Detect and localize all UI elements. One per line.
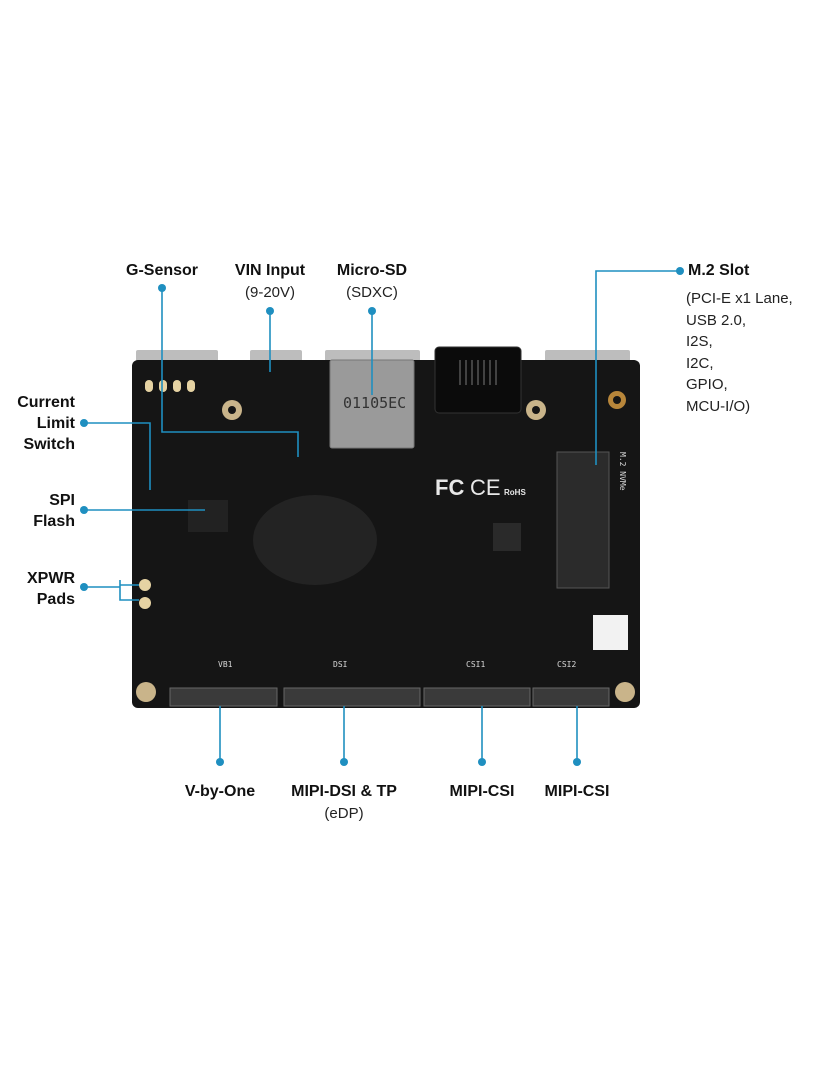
- micro-sd-sub: (SDXC): [346, 284, 398, 301]
- pcb-board: [132, 360, 640, 708]
- v-by-one-label: V-by-One: [184, 783, 256, 800]
- spi-flash-label: SPI Flash: [33, 490, 75, 532]
- ce-logo: CE: [470, 475, 501, 500]
- callout-lines: [84, 270, 680, 762]
- m2-slot-label: M.2 Slot: [688, 262, 750, 279]
- label-line: XPWR: [27, 570, 75, 587]
- g-sensor-label: G-Sensor: [125, 262, 199, 279]
- mipi-csi1-label: MIPI-CSI: [449, 783, 515, 800]
- sd-code: 01105EC: [343, 394, 406, 412]
- m2-detail: GPIO,: [686, 376, 728, 393]
- m2-detail: USB 2.0,: [686, 311, 747, 329]
- soc-area: [253, 495, 377, 585]
- vin-input-sub: (9-20V): [244, 284, 296, 301]
- callout-dots: [80, 267, 684, 766]
- label-line: Flash: [33, 513, 75, 530]
- label-line: SPI: [49, 492, 75, 509]
- rohs-logo: RoHS: [504, 488, 526, 497]
- m2-detail: I2C,: [686, 354, 714, 372]
- bottom-connectors: [169, 687, 610, 707]
- m2-detail: MCU-I/O): [686, 397, 751, 415]
- mipi-dsi-sub: (eDP): [324, 805, 364, 822]
- mcu-chip: [493, 523, 521, 551]
- label-line: Switch: [23, 436, 75, 453]
- m2-slot-connector: [556, 451, 610, 589]
- qr-code: [593, 615, 628, 650]
- m2-detail: I2S,: [686, 333, 713, 350]
- m2-slot-details: (PCI-E x1 Lane, USB 2.0, I2S, I2C, GPIO,…: [686, 288, 793, 417]
- label-line: Current: [17, 394, 75, 411]
- mipi-csi2-label: MIPI-CSI: [544, 783, 610, 800]
- silk-csi1: CSI1: [466, 660, 485, 669]
- silk-csi2: CSI2: [557, 660, 576, 669]
- vin-input-label: VIN Input: [234, 262, 306, 279]
- m2-detail: (PCI-E x1 Lane,: [686, 290, 793, 307]
- silk-dsi: DSI: [333, 660, 348, 669]
- silk-vb1: VB1: [218, 660, 233, 669]
- micro-sd-label: Micro-SD: [336, 262, 408, 279]
- label-line: Pads: [36, 591, 75, 608]
- spi-flash-chip: [188, 500, 228, 532]
- current-limit-switch-label: Current Limit Switch: [17, 392, 75, 455]
- mipi-dsi-label: MIPI-DSI & TP: [291, 783, 397, 800]
- label-line: Limit: [36, 415, 75, 432]
- fcc-logo: FC: [435, 475, 464, 500]
- m2-silk: M.2 NVMe: [618, 452, 627, 491]
- xpwr-pads-label: XPWR Pads: [27, 568, 75, 610]
